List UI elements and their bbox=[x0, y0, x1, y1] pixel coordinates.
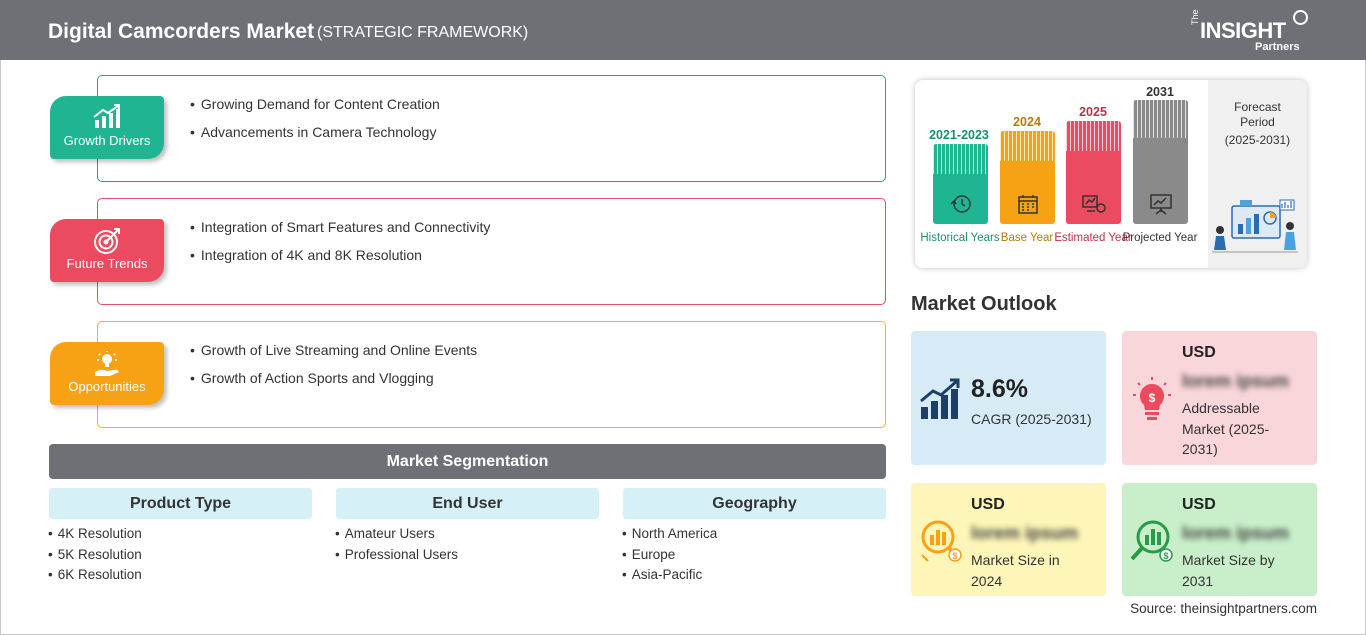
timeline-year-estimated: 2025 bbox=[1079, 105, 1107, 119]
bar-stripes bbox=[1000, 131, 1055, 161]
cagr-value: 8.6% bbox=[971, 375, 1028, 403]
cagr-card: 8.6% CAGR (2025-2031) bbox=[911, 331, 1106, 465]
size-2031-currency: USD bbox=[1182, 496, 1216, 513]
estimate-icon bbox=[1082, 195, 1106, 213]
segment-list-end-user: Amateur Users Professional Users bbox=[335, 526, 458, 567]
market-size-forecast-icon: $ bbox=[1130, 520, 1173, 562]
lightbulb-hand-icon bbox=[95, 351, 119, 376]
timeline-year-projected: 2031 bbox=[1146, 85, 1174, 99]
segment-item: Amateur Users bbox=[335, 526, 458, 547]
presentation-icon bbox=[1150, 194, 1172, 215]
future-trend-item: Integration of Smart Features and Connec… bbox=[190, 219, 490, 247]
timeline-bar-base bbox=[1000, 131, 1055, 224]
bar-stripes bbox=[1133, 100, 1188, 138]
money-bulb-icon: $ bbox=[1133, 377, 1171, 420]
future-trends-label: Future Trends bbox=[66, 256, 148, 271]
addressable-market-card: $ USD lorem ipsum Addressable Market (20… bbox=[1122, 331, 1317, 465]
forecast-period-title: Forecast Period bbox=[1234, 100, 1281, 129]
timeline-year-base: 2024 bbox=[1013, 115, 1041, 129]
timeline-bar-estimated bbox=[1066, 121, 1121, 224]
market-size-2031-card: $ USD lorem ipsum Market Size by 2031 bbox=[1122, 483, 1317, 596]
calendar-icon bbox=[1018, 195, 1038, 214]
timeline-caption-historical: Historical Years bbox=[920, 232, 1000, 244]
segment-item: Asia-Pacific bbox=[622, 567, 717, 588]
future-trends-tag: Future Trends bbox=[50, 219, 164, 282]
opportunity-item: Growth of Live Streaming and Online Even… bbox=[190, 342, 477, 370]
timeline-card: Forecast Period (2025-2031) 2021-2023 Hi… bbox=[915, 80, 1307, 268]
growth-drivers-label: Growth Drivers bbox=[63, 133, 151, 148]
page-subtitle: (STRATEGIC FRAMEWORK) bbox=[317, 24, 529, 41]
cagr-label: CAGR (2025-2031) bbox=[971, 411, 1092, 427]
opportunities-tag: Opportunities bbox=[50, 342, 164, 405]
size-2031-label-line-2: 2031 bbox=[1182, 572, 1214, 589]
addressable-value: lorem ipsum bbox=[1182, 371, 1290, 391]
bar-stripes bbox=[933, 144, 988, 174]
addressable-currency: USD bbox=[1182, 344, 1216, 361]
page-title: Digital Camcorders Market bbox=[48, 20, 315, 43]
opportunity-item: Growth of Action Sports and Vlogging bbox=[190, 370, 477, 398]
timeline-bar-projected bbox=[1133, 100, 1188, 224]
analytics-people-illustration bbox=[1212, 199, 1298, 253]
timeline-caption-estimated: Estimated Year bbox=[1054, 232, 1132, 244]
market-segmentation-bar: Market Segmentation bbox=[49, 444, 886, 479]
svg-text:$: $ bbox=[1163, 551, 1168, 561]
bar-stripes bbox=[1066, 121, 1121, 151]
addressable-label-line-2: Market (2025- bbox=[1182, 420, 1270, 437]
svg-text:$: $ bbox=[1149, 391, 1156, 405]
size-2031-value: lorem ipsum bbox=[1182, 523, 1290, 543]
segment-item: Professional Users bbox=[335, 547, 458, 568]
segment-heading-product-type: Product Type bbox=[49, 488, 312, 519]
logo-swoosh-icon bbox=[1293, 10, 1308, 25]
size-2024-label-line-1: Market Size in bbox=[971, 552, 1060, 568]
growth-driver-item: Growing Demand for Content Creation bbox=[190, 96, 440, 124]
timeline-caption-base: Base Year bbox=[1000, 232, 1054, 244]
growth-driver-item: Advancements in Camera Technology bbox=[190, 124, 440, 152]
future-trend-item: Integration of 4K and 8K Resolution bbox=[190, 247, 490, 275]
segment-list-product-type: 4K Resolution 5K Resolution 6K Resolutio… bbox=[48, 526, 142, 588]
size-2024-value: lorem ipsum bbox=[971, 523, 1079, 543]
size-2031-label-line-1: Market Size by bbox=[1182, 552, 1275, 568]
logo-partners: Partners bbox=[1255, 41, 1300, 53]
forecast-period-range: (2025-2031) bbox=[1224, 133, 1291, 147]
growth-chart-icon bbox=[920, 378, 960, 419]
timeline-year-historical: 2021-2023 bbox=[929, 128, 989, 142]
growth-drivers-box: Growing Demand for Content Creation Adva… bbox=[97, 75, 886, 182]
addressable-label-line-1: Addressable bbox=[1182, 400, 1260, 416]
segment-item: 5K Resolution bbox=[48, 547, 142, 568]
header-bar: Digital Camcorders Market (STRATEGIC FRA… bbox=[0, 0, 1366, 60]
segment-item: Europe bbox=[622, 547, 717, 568]
addressable-label-line-3: 2031) bbox=[1182, 441, 1218, 457]
history-icon bbox=[950, 195, 971, 213]
target-icon bbox=[94, 228, 120, 254]
size-2024-label-line-2: 2024 bbox=[971, 572, 1003, 589]
segment-item: 6K Resolution bbox=[48, 567, 142, 588]
opportunities-label: Opportunities bbox=[68, 379, 146, 394]
opportunities-box: Growth of Live Streaming and Online Even… bbox=[97, 321, 886, 428]
growth-drivers-tag: Growth Drivers bbox=[50, 96, 164, 159]
market-outlook-title: Market Outlook bbox=[911, 293, 1057, 315]
bar-chart-growth-icon bbox=[93, 104, 120, 128]
insight-partners-logo: The INSIGHT Partners bbox=[1190, 9, 1310, 54]
timeline-bar-historical bbox=[933, 144, 988, 224]
segment-item: 4K Resolution bbox=[48, 526, 142, 547]
timeline-caption-projected: Projected Year bbox=[1122, 232, 1198, 244]
segment-heading-geography: Geography bbox=[623, 488, 886, 519]
size-2024-currency: USD bbox=[971, 496, 1005, 513]
source-note: Source: theinsightpartners.com bbox=[1130, 601, 1317, 616]
svg-text:$: $ bbox=[952, 551, 957, 561]
logo-insight: INSIGHT bbox=[1200, 18, 1286, 43]
logo-the: The bbox=[1190, 9, 1200, 25]
segment-heading-end-user: End User bbox=[336, 488, 599, 519]
segment-item: North America bbox=[622, 526, 718, 547]
future-trends-box: Integration of Smart Features and Connec… bbox=[97, 198, 886, 305]
market-size-2024-card: $ USD lorem ipsum Market Size in 2024 bbox=[911, 483, 1106, 596]
market-size-search-icon: $ bbox=[921, 520, 962, 562]
segment-list-geography: North America Europe Asia-Pacific bbox=[622, 526, 718, 588]
